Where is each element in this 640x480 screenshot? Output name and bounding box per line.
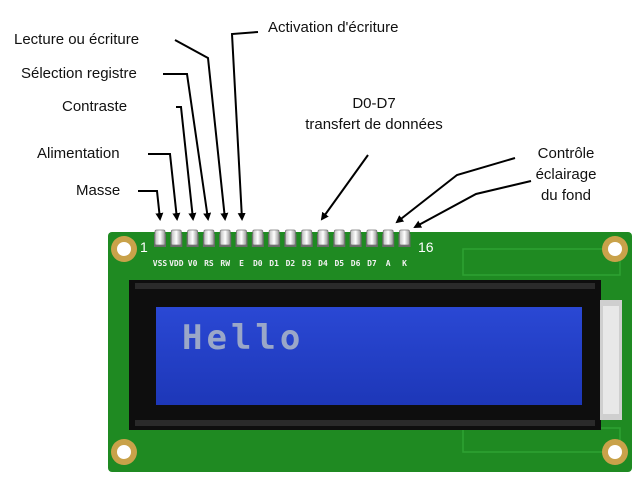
pin-label-d0: D0 [253,259,263,268]
label-rs: Sélection registre [21,65,137,82]
pin-label-vdd: VDD [169,259,184,268]
pin-d7 [365,229,378,247]
label-backlight: Contrôle éclairage du fond [516,145,616,205]
pin-label-a: A [386,259,391,268]
pin-label-vss: VSS [153,259,168,268]
pcb-inner-trace [462,248,621,276]
pin-d6 [349,229,362,247]
pin-vdd [170,229,183,247]
callout-arrows [138,31,532,228]
label-backlight-line2: éclairage [535,166,597,183]
arrow-rw [174,39,229,221]
pin-label-d2: D2 [286,259,296,268]
pin-d3 [300,229,313,247]
lcd-screen [156,307,582,405]
pin-number-last: 16 [418,239,434,255]
label-ground: Masse [76,182,121,199]
pin-d0 [251,229,264,247]
label-rw: Lecture ou écriture [14,31,140,48]
label-backlight-line3: du fond [540,187,592,204]
arrow-power [148,153,181,221]
pin-label-d3: D3 [302,259,312,268]
lcd-display-text: Hello [182,318,304,358]
pin-number-first: 1 [140,239,148,255]
pin-a [382,229,395,247]
label-data-line2: transfert de données [305,116,443,133]
pin-label-d4: D4 [318,259,328,268]
pin-d1 [268,229,281,247]
pin-label-e: E [239,259,244,268]
pin-e [235,229,248,247]
arrow-ground [138,190,164,221]
pin-rw [219,229,232,247]
pin-label-d7: D7 [367,259,377,268]
pin-label-d5: D5 [334,259,344,268]
pin-k [398,229,411,247]
pin-v0 [186,229,199,247]
label-data-bus: D0-D7 transfert de données [284,95,464,134]
arrow-enable [230,31,259,221]
label-power: Alimentation [37,145,120,162]
pin-d2 [284,229,297,247]
pin-rs [202,229,215,247]
arrow-contrast [176,106,197,221]
pin-vss [154,229,166,247]
label-contrast: Contraste [62,98,128,115]
pin-header [154,229,411,247]
pin-d5 [333,229,346,247]
pin-d4 [317,229,329,247]
label-data-line1: D0-D7 [352,95,396,112]
pin-label-d1: D1 [269,259,279,268]
pin-label-rs: RS [204,259,214,268]
arrow-backlight-a [395,157,516,224]
pin-label-v0: V0 [188,259,198,268]
arrow-rs [163,73,212,221]
pin-label-rw: RW [220,259,230,268]
label-enable: Activation d'écriture [268,19,399,36]
pin-label-k: K [402,259,407,268]
arrow-data [320,154,369,221]
arrow-backlight-k [413,180,532,228]
mounting-holes [111,236,628,465]
label-backlight-line1: Contrôle [537,145,595,162]
pin-label-d6: D6 [351,259,361,268]
